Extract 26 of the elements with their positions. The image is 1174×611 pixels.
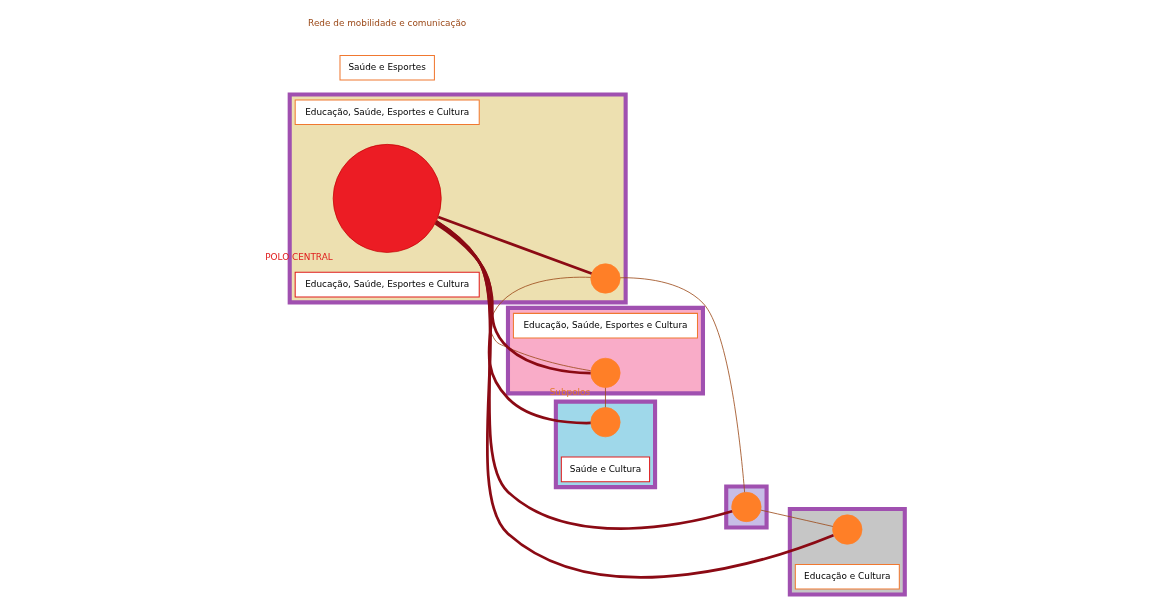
- node-box: Saúde e Cultura: [560, 456, 650, 483]
- node-circle: [589, 263, 620, 294]
- cluster: [287, 92, 628, 305]
- connector: [434, 222, 591, 375]
- node-circle: [831, 514, 862, 545]
- node-circle: [589, 407, 620, 438]
- node-box: Saúde e Esportes: [339, 54, 435, 81]
- node-circle: [730, 491, 761, 523]
- cluster: [723, 484, 769, 530]
- node-circle: [589, 357, 620, 388]
- label: Rede de mobilidade e comunicação: [307, 17, 466, 28]
- cluster: [787, 507, 907, 597]
- connector: [434, 221, 591, 425]
- connector: [619, 277, 745, 493]
- cluster: [505, 305, 705, 396]
- connector: [760, 509, 833, 527]
- node-box: Educação e Cultura: [794, 563, 900, 590]
- node-circle: [332, 144, 442, 253]
- connector: [435, 220, 834, 579]
- connector: [437, 215, 592, 275]
- node-box: Educação, Saúde, Esportes e Cultura: [512, 312, 698, 339]
- cluster: [553, 399, 657, 490]
- connector: [434, 220, 732, 530]
- node-box: Educação, Saúde, Esportes e Cultura: [294, 271, 480, 298]
- connector: [604, 387, 606, 408]
- node-box: Educação, Saúde, Esportes e Cultura: [294, 99, 480, 126]
